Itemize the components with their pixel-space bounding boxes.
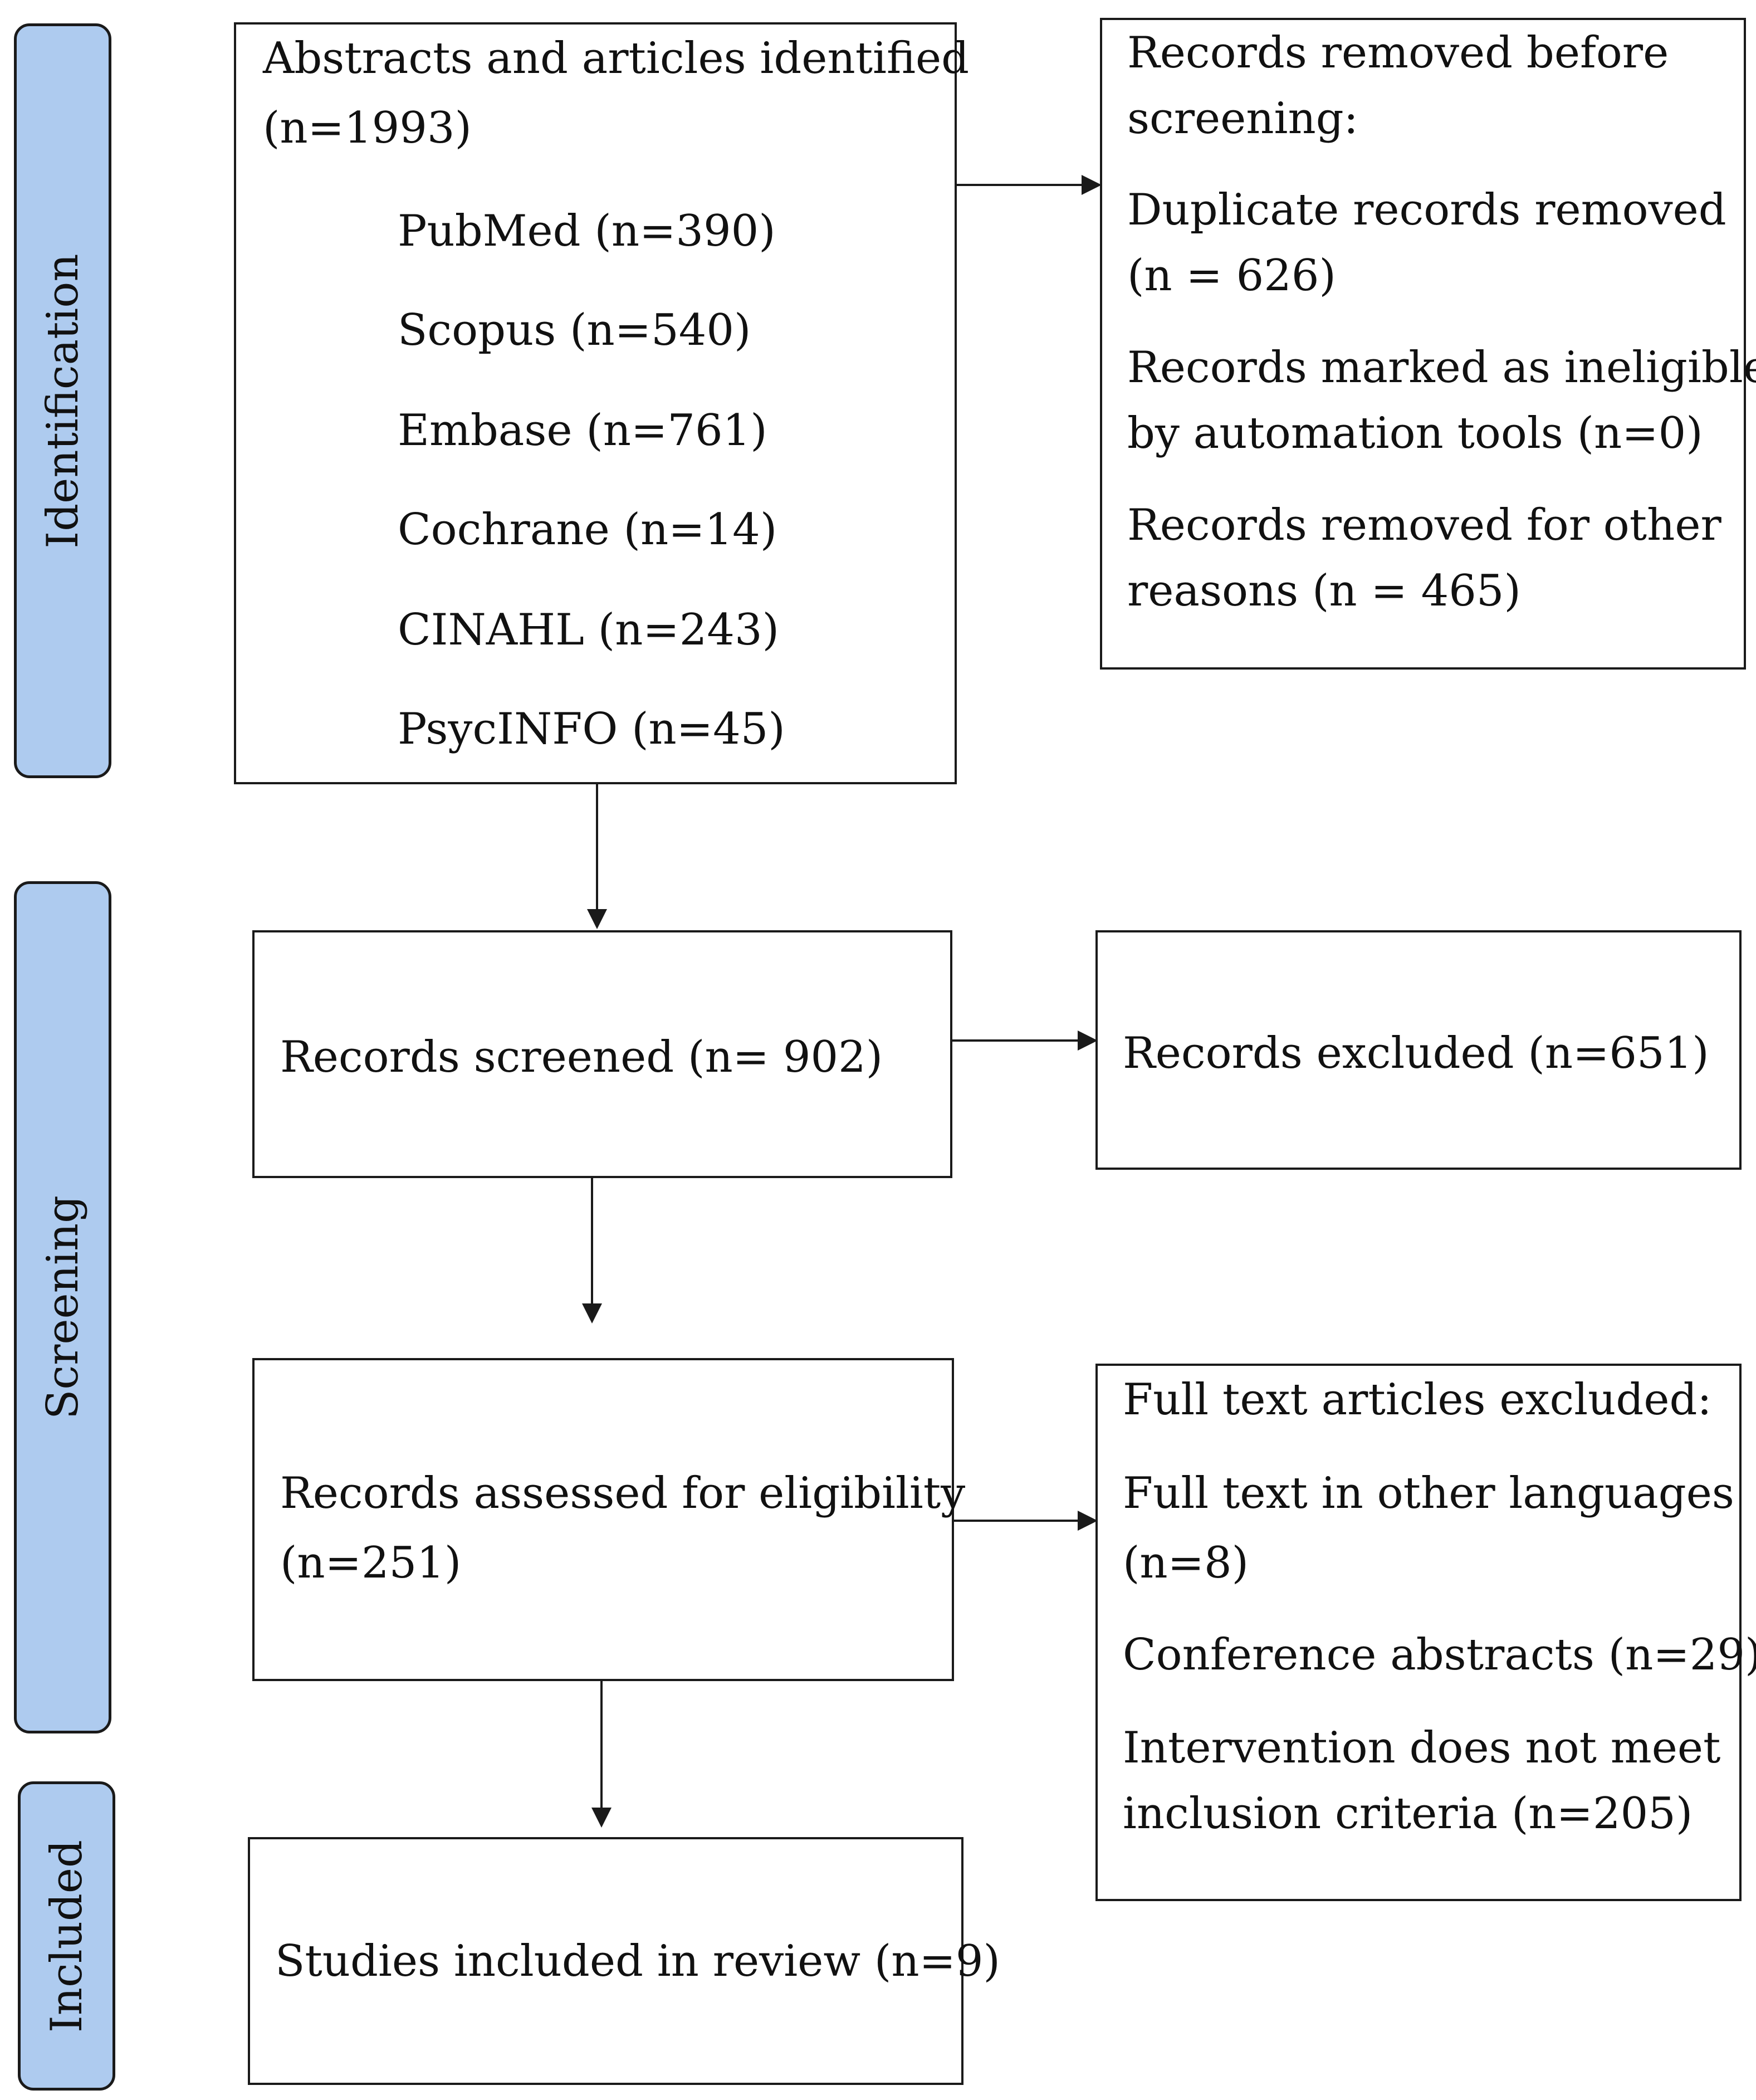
removed-duplicates-line1: Duplicate records removed [1127,185,1726,235]
source-pubmed: PubMed (n=390) [398,206,776,256]
arrowhead-eligibility [582,1303,602,1324]
removed-box: Records removed before screening: Duplic… [1100,18,1756,670]
identified-title-line2: (n=1993) [263,103,472,153]
arrowhead-screened [587,909,607,929]
phase-screening: Screening [14,881,111,1733]
source-cinahl: CINAHL (n=243) [398,605,780,655]
removed-other-line1: Records removed for other [1127,500,1721,550]
source-embase: Embase (n=761) [398,406,767,456]
identified-title-line1: Abstracts and articles identified [263,33,970,84]
eligibility-box: Records assessed for eligibility (n=251) [252,1358,965,1681]
arrowhead-fulltext [1078,1511,1098,1531]
included-text: Studies included in review (n=9) [275,1936,1000,1986]
fulltext-conference: Conference abstracts (n=29) [1123,1630,1756,1680]
screened-box: Records screened (n= 902) [252,930,952,1178]
phase-identification: Identification [14,23,111,778]
removed-other-line2: reasons (n = 465) [1127,566,1521,616]
excluded-text: Records excluded (n=651) [1123,1028,1709,1078]
fulltext-languages-line2: (n=8) [1123,1538,1249,1588]
arrowhead-excluded [1078,1031,1098,1051]
fulltext-languages-line1: Full text in other languages [1123,1468,1734,1518]
fulltext-excluded-box: Full text articles excluded: Full text i… [1095,1364,1756,1901]
identified-box: Abstracts and articles identified (n=199… [234,22,969,784]
removed-automation-line2: by automation tools (n=0) [1127,408,1703,458]
removed-heading-line1: Records removed before [1127,28,1669,78]
included-box: Studies included in review (n=9) [248,1837,1000,2085]
source-psycinfo: PsycINFO (n=45) [398,704,785,754]
removed-duplicates-line2: (n = 626) [1127,251,1336,301]
source-cochrane: Cochrane (n=14) [398,505,777,555]
excluded-box: Records excluded (n=651) [1095,930,1742,1170]
source-scopus: Scopus (n=540) [398,305,751,355]
eligibility-line1: Records assessed for eligibility [280,1468,966,1518]
fulltext-heading: Full text articles excluded: [1123,1375,1712,1425]
screened-text: Records screened (n= 902) [280,1032,883,1082]
fulltext-intervention-line2: inclusion criteria (n=205) [1123,1789,1693,1839]
phase-included: Included [18,1781,115,2091]
removed-automation-line1: Records marked as ineligible [1127,343,1756,393]
eligibility-line2: (n=251) [280,1538,462,1588]
fulltext-intervention-line1: Intervention does not meet [1123,1723,1721,1773]
arrowhead-removed [1082,175,1102,195]
removed-heading-line2: screening: [1127,94,1358,144]
arrowhead-included [591,1808,612,1828]
